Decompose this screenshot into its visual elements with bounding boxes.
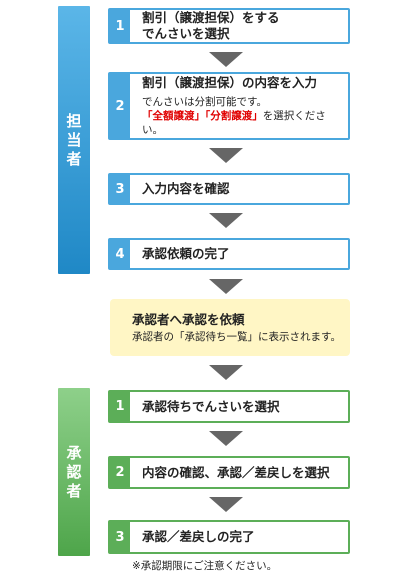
down-arrow-icon <box>209 213 243 228</box>
step-number: 1 <box>110 10 130 42</box>
down-arrow-icon <box>209 148 243 163</box>
down-arrow-icon <box>209 365 243 380</box>
down-arrow-icon <box>209 497 243 512</box>
step-number: 3 <box>110 175 130 203</box>
step-number: 2 <box>110 458 130 487</box>
description-text: でんさいは分割可能です。 <box>142 96 267 108</box>
step-title: 承認待ちでんさいを選択 <box>142 398 280 414</box>
approver-lane-label: 承認者 <box>66 443 82 500</box>
step-title: 内容の確認、承認／差戻しを選択 <box>142 464 330 480</box>
approver-lane: 承認者 <box>58 388 90 556</box>
operator-lane: 担当者 <box>58 6 90 274</box>
notice-title: 承認者へ承認を依頼 <box>132 312 245 327</box>
step-description: でんさいは分割可能です。 「全額譲渡」「分割譲渡」を選択ください。 <box>142 95 344 137</box>
approver-step-3: 3 承認／差戻しの完了 <box>108 520 350 554</box>
down-arrow-icon <box>209 279 243 294</box>
step-number: 1 <box>110 392 130 421</box>
step-title: 入力内容を確認 <box>142 181 230 196</box>
operator-step-3: 3 入力内容を確認 <box>108 173 350 205</box>
operator-step-2: 2 割引（譲渡担保）の内容を入力 でんさいは分割可能です。 「全額譲渡」「分割譲… <box>108 72 350 140</box>
approver-step-1: 1 承認待ちでんさいを選択 <box>108 390 350 423</box>
step-title: 割引（譲渡担保）をする でんさいを選択 <box>142 10 280 41</box>
step-number: 4 <box>110 240 130 268</box>
approval-request-notice: 承認者へ承認を依頼 承認者の「承認待ち一覧」に表示されます。 <box>110 299 350 356</box>
down-arrow-icon <box>209 52 243 67</box>
down-arrow-icon <box>209 431 243 446</box>
footnote: ※承認期限にご注意ください。 <box>132 560 278 572</box>
operator-step-4: 4 承認依頼の完了 <box>108 238 350 270</box>
operator-step-1: 1 割引（譲渡担保）をする でんさいを選択 <box>108 8 350 44</box>
approver-step-2: 2 内容の確認、承認／差戻しを選択 <box>108 456 350 489</box>
description-highlight: 「全額譲渡」「分割譲渡」 <box>142 110 263 122</box>
step-number: 2 <box>110 74 130 138</box>
step-title: 承認依頼の完了 <box>142 246 230 261</box>
step-title: 割引（譲渡担保）の内容を入力 <box>142 75 318 90</box>
step-number: 3 <box>110 522 130 552</box>
notice-description: 承認者の「承認待ち一覧」に表示されます。 <box>132 331 341 343</box>
step-title: 承認／差戻しの完了 <box>142 529 255 544</box>
operator-lane-label: 担当者 <box>66 111 82 168</box>
description-text: を選択ください。 <box>142 110 326 136</box>
